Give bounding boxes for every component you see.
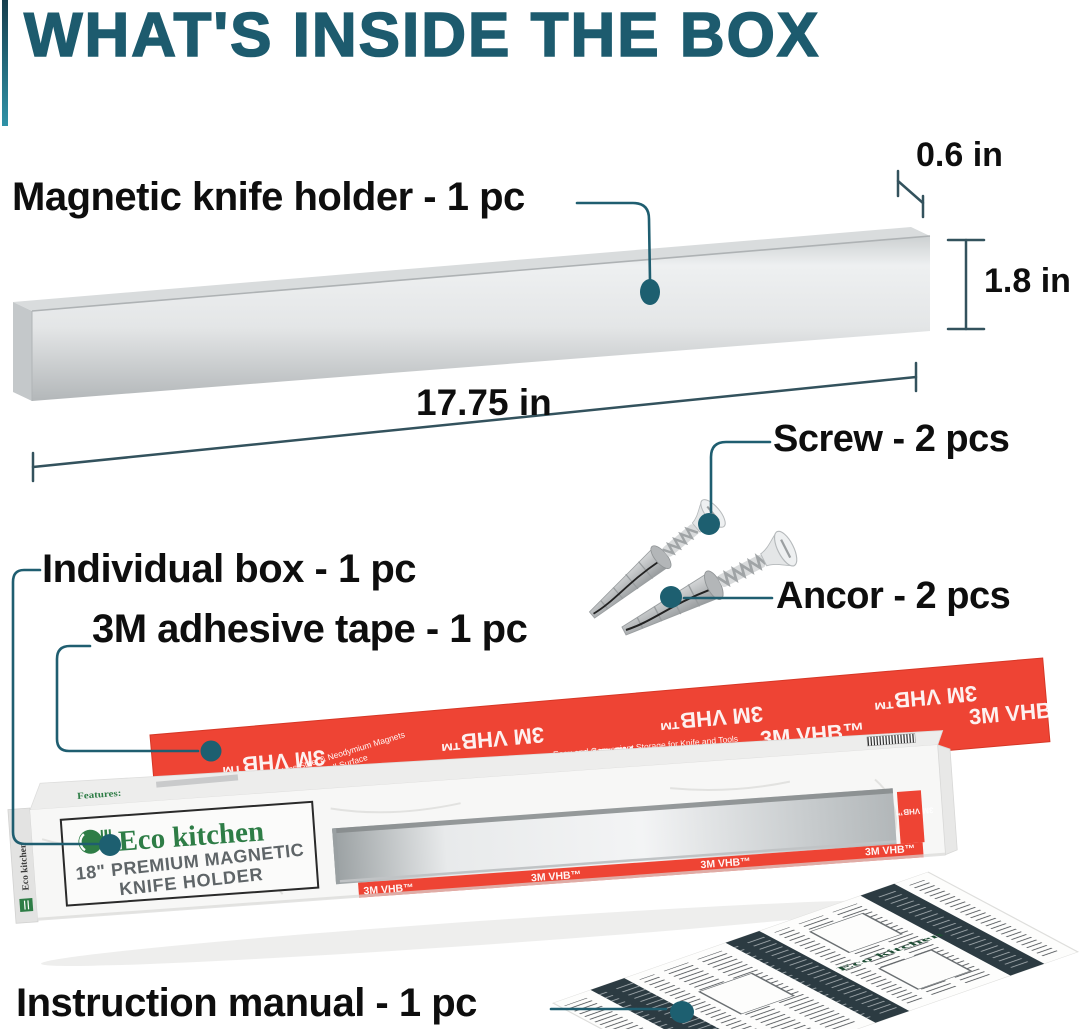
bar-end-cap bbox=[13, 302, 32, 401]
screw-anchor-1 bbox=[588, 499, 726, 619]
dimension-marker-depth bbox=[896, 169, 925, 219]
label-individual-box: Individual box - 1 pc bbox=[42, 547, 417, 591]
callout-line-holder bbox=[575, 201, 652, 282]
box-label: Eco kitchen 18" PREMIUM MAGNETIC KNIFE H… bbox=[59, 800, 320, 907]
box-window bbox=[332, 788, 897, 885]
tape-brand-text: 3M VHB™ bbox=[865, 843, 916, 859]
callout-dot-tape bbox=[200, 740, 222, 762]
callout-dot-manual bbox=[670, 1001, 694, 1023]
callout-dot-screw bbox=[698, 513, 720, 535]
callout-dot-box bbox=[99, 834, 121, 856]
box-side-logo bbox=[19, 898, 34, 912]
callout-line-screw bbox=[709, 440, 772, 514]
label-anchor: Ancor - 2 pcs bbox=[776, 575, 1011, 617]
callout-line-box bbox=[11, 568, 100, 846]
knife-holder-bar bbox=[13, 227, 931, 401]
tape-brand-text: 3M VHB™ bbox=[895, 805, 934, 817]
dimension-length: 17.75 in bbox=[416, 382, 552, 423]
screw-anchor-2 bbox=[621, 530, 798, 636]
box-upc-blur bbox=[155, 774, 239, 788]
callout-dot-anchor bbox=[660, 586, 682, 608]
product-box: Features: Eco kitchen bbox=[7, 730, 958, 924]
callout-line-tape bbox=[55, 644, 200, 753]
label-instruction-manual: Instruction manual - 1 pc bbox=[16, 981, 477, 1025]
dimension-depth: 0.6 in bbox=[916, 136, 1003, 174]
box-right-end bbox=[937, 744, 958, 856]
box-end-cap bbox=[7, 807, 39, 924]
accent-bar bbox=[2, 0, 8, 126]
bar-top-face bbox=[13, 227, 930, 311]
box-side-text: Eco kitchen bbox=[18, 842, 31, 891]
dimension-marker-height bbox=[946, 238, 986, 331]
box-red-band: 3M VHB™ 3M VHB™ 3M VHB™ 3M VHB™ 3M VHB™ bbox=[358, 790, 934, 898]
box-features-text: Features: bbox=[77, 788, 122, 801]
label-knife-holder: Magnetic knife holder - 1 pc bbox=[12, 175, 525, 219]
tape-brand-text: 3M VHB™ bbox=[1055, 663, 1080, 697]
callout-dot-holder bbox=[640, 279, 660, 305]
dimension-line-length bbox=[31, 361, 918, 483]
label-screw: Screw - 2 pcs bbox=[773, 418, 1010, 460]
bar-front-face bbox=[32, 236, 930, 401]
tape-brand-text: 3M VHB™ bbox=[700, 856, 751, 872]
page-title: WHAT'S INSIDE THE BOX bbox=[23, 0, 821, 71]
label-adhesive-tape: 3M adhesive tape - 1 pc bbox=[92, 607, 528, 651]
instruction-manual: Eco kitchen bbox=[551, 871, 1080, 1029]
dimension-height: 1.8 in bbox=[984, 262, 1071, 300]
barcode bbox=[866, 733, 916, 747]
box-top-face bbox=[29, 730, 944, 811]
box-shadow bbox=[41, 900, 919, 966]
